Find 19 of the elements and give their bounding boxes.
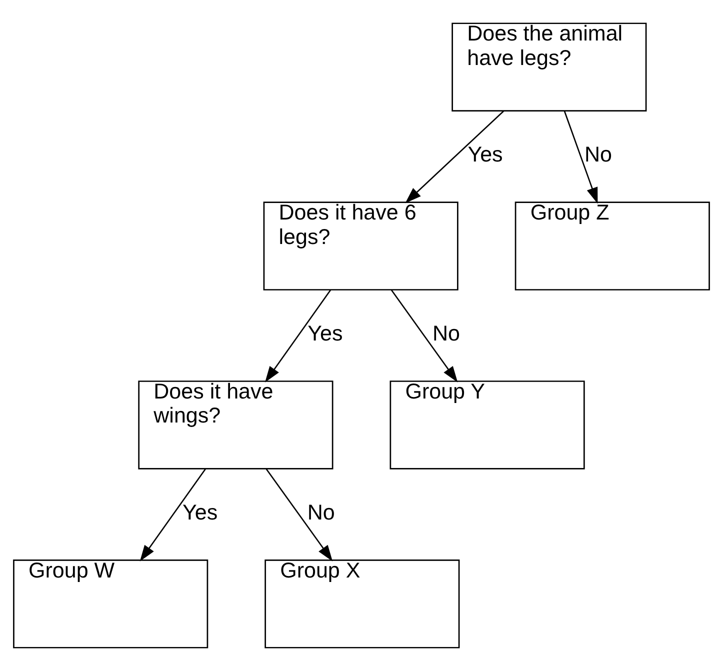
edge-label: Yes (468, 142, 503, 167)
node-box: Does the animal have legs? (452, 22, 647, 112)
edge-label: Yes (308, 322, 343, 346)
arrow (390, 290, 458, 382)
edge-label: No (432, 322, 460, 346)
edge-label: No (584, 142, 612, 167)
node-box: Group Y (390, 380, 585, 470)
node-box: Group Z (514, 202, 710, 290)
node-box: Group X (264, 560, 460, 648)
node-box: Group W (13, 560, 208, 648)
edge-label: No (307, 500, 335, 525)
arrow (405, 110, 504, 204)
arrow (140, 468, 206, 562)
arrow (564, 110, 598, 204)
node-box: Does it have wings? (138, 380, 334, 470)
node-box: Does it have 6 legs? (263, 202, 458, 290)
arrow (266, 468, 333, 562)
edge-label: Yes (182, 500, 218, 525)
arrow (264, 290, 332, 382)
